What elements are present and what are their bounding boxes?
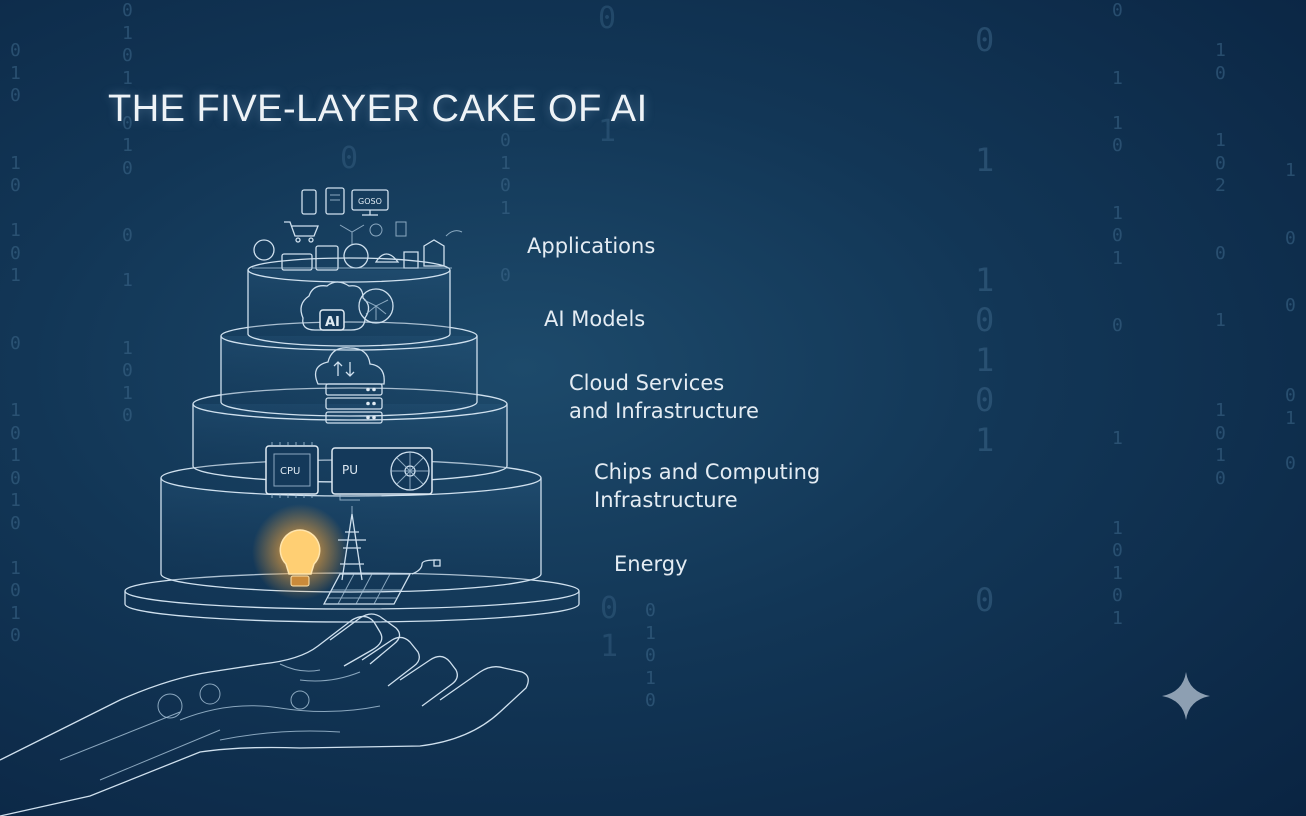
layer-label-cloud: Cloud Services and Infrastructure xyxy=(569,371,759,423)
layer-label-energy: Energy xyxy=(614,552,688,576)
ai-chip-text: AI xyxy=(325,315,340,330)
cake-tier-cloud xyxy=(220,321,478,417)
brain-icon: AI xyxy=(300,281,394,331)
cake-tier-ai-models xyxy=(247,257,451,347)
binary-decoration: 0 1 1 0 1 0 1 0 xyxy=(975,21,995,619)
page-title: THE FIVE-LAYER CAKE OF AI xyxy=(108,88,648,130)
layer-label-ai-models: AI Models xyxy=(544,307,646,331)
monitor-icon-text: GOSO xyxy=(358,197,382,206)
layer-label-applications: Applications xyxy=(527,234,656,258)
sparkle-icon xyxy=(1162,672,1210,720)
binary-decoration: 0 1 0 1 0 1 0 1 0 1 0 1 0 1 0 1 0 1 0 xyxy=(10,40,21,646)
binary-decoration: 0 1 xyxy=(600,591,619,664)
binary-decoration: 0 1 xyxy=(598,1,617,149)
cloud-server-icon xyxy=(314,347,385,424)
binary-decoration: 0 1 0 1 0 xyxy=(500,130,511,286)
layer-label-chips: Chips and Computing Infrastructure xyxy=(594,460,821,512)
cpu-gpu-icon: CPU PU xyxy=(265,442,433,501)
app-icons-cluster: GOSO xyxy=(252,187,463,271)
binary-decoration: 0 1 1 0 1 0 1 0 1 1 0 1 0 1 xyxy=(1112,0,1123,629)
binary-decoration: 0 1 0 1 0 1 0 0 1 1 0 1 0 xyxy=(122,0,133,426)
binary-decoration: 0 xyxy=(340,141,359,176)
binary-decoration: 1 0 1 0 2 0 1 1 0 1 0 xyxy=(1215,40,1226,489)
robotic-hand-icon xyxy=(0,613,529,816)
cpu-text: CPU xyxy=(280,466,300,477)
gpu-text: PU xyxy=(342,463,358,477)
binary-decoration: 0 1 0 1 0 xyxy=(645,600,656,711)
binary-decoration: 1 0 0 0 1 0 xyxy=(1285,160,1296,474)
lightbulb-power-tower-solar-icon xyxy=(252,504,441,605)
